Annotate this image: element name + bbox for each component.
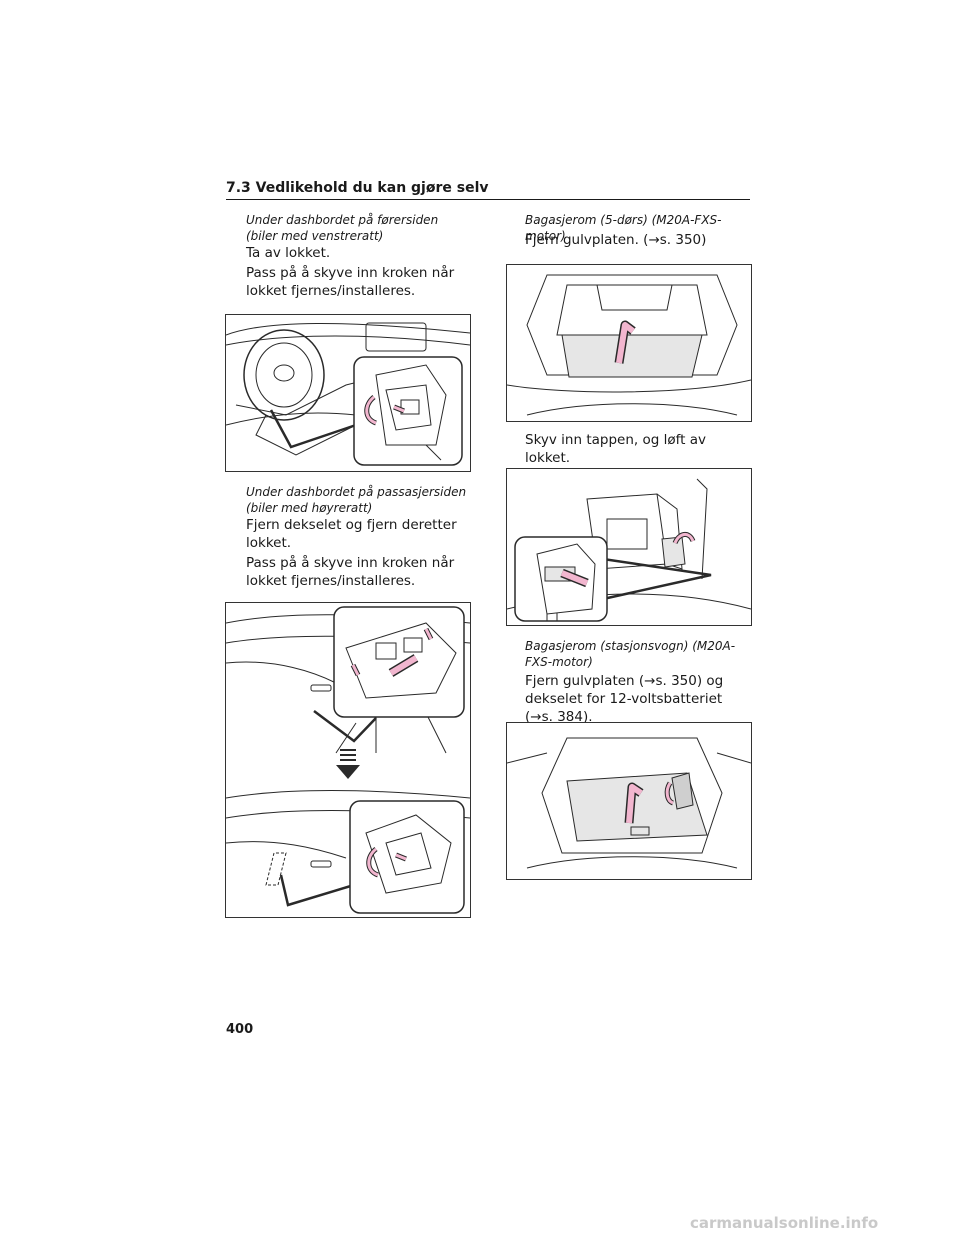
figure-trunk-5door xyxy=(506,264,752,422)
subtitle-driver-side: Under dashbordet på førersiden (biler me… xyxy=(246,213,439,243)
subtitle-trunk-wagon: Bagasjerom (stasjonsvogn) (M20A-FXS-moto… xyxy=(525,639,736,669)
section-header: 7.3 Vedlikehold du kan gjøre selv xyxy=(226,180,489,196)
text-remove-lid: Ta av lokket. xyxy=(246,245,331,261)
header-rule xyxy=(226,199,750,200)
text-remove-floor-2: Fjern gulvplaten (→s. 350) og dekselet f… xyxy=(525,673,724,725)
text-hook-note-2: Pass på å skyve inn kroken når lokket fj… xyxy=(246,555,455,589)
text-remove-cover: Fjern dekselet og fjern deretter lokket. xyxy=(246,517,457,551)
subtitle-trunk-5door: Bagasjerom (5-dørs) (M20A-FXS-motor) xyxy=(525,213,722,243)
figure-battery-tab xyxy=(506,468,752,626)
text-remove-floor-1: Fjern gulvplaten. (→s. 350) xyxy=(525,232,707,248)
text-push-tab: Skyv inn tappen, og løft av lokket. xyxy=(525,432,706,466)
figure-driver-dashboard xyxy=(225,314,471,472)
figure-passenger-dashboard xyxy=(225,602,471,918)
watermark: carmanualsonline.info xyxy=(690,1214,879,1232)
subtitle-passenger-side: Under dashbordet på passasjersiden (bile… xyxy=(246,485,467,515)
page-number: 400 xyxy=(226,1022,254,1037)
text-hook-note-1: Pass på å skyve inn kroken når lokket fj… xyxy=(246,265,455,299)
figure-trunk-wagon xyxy=(506,722,752,880)
